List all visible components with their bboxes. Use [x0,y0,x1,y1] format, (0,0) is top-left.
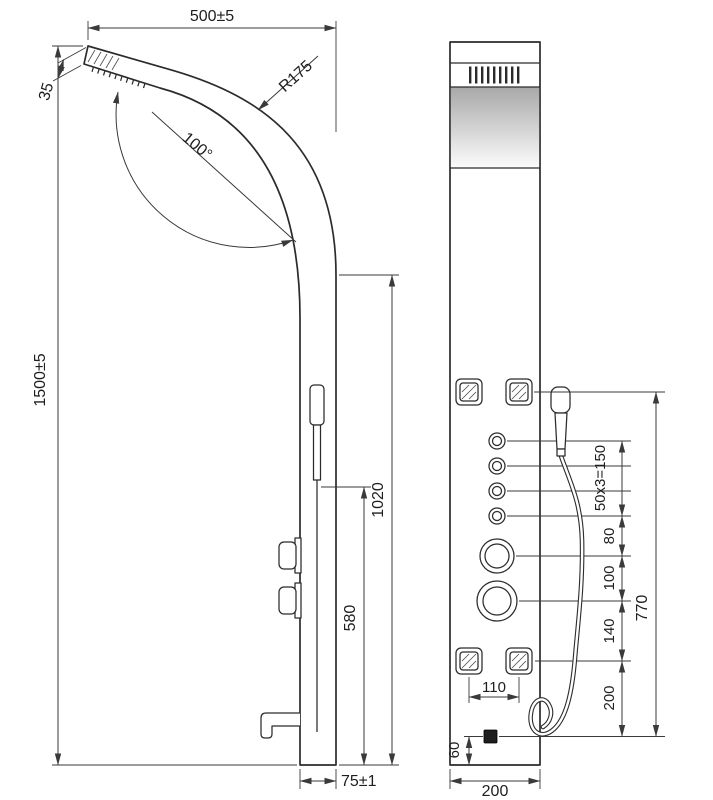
dim-seg-80-label: 80 [601,528,618,545]
dim-seg-140-label: 140 [601,618,618,643]
dim-front-face-height-label: 1020 [370,482,387,518]
handset-handle [554,412,568,450]
shower-hose-core [529,454,584,736]
handset-front [528,386,585,737]
spray-face-ticks [91,66,146,89]
body-jet-bottom-right [505,647,533,675]
dim-seg-200-label: 200 [601,685,618,710]
body-jet-top-right [505,378,533,406]
rain-head-grille [469,66,520,84]
dim-panel-depth-label: 75±1 [341,773,377,790]
water-outlet [483,729,498,744]
dim-overall-height: 1500±5 [32,45,297,766]
mixer-knob-lower [476,580,518,622]
body-jet-bottom-left [455,647,483,675]
body-jet-top-left [455,378,483,406]
dim-head-angle-label: 100° [179,129,215,163]
front-view [449,41,541,766]
mixer-knob-upper [479,538,515,574]
dim-overall-height-label: 1500±5 [32,353,49,406]
knob-side-lower [278,582,302,619]
dim-spout-offset: 60 [446,736,483,766]
dim-handset-height-label: 580 [342,605,359,632]
selector-knob-1 [488,432,506,450]
dim-chain-right: 50x3=150 80 100 140 200 [499,391,665,737]
dim-head-thickness-label: 35 [36,81,57,103]
head-tip-hatch [87,49,120,71]
dim-front-face-height: 1020 [339,274,399,766]
dim-front-features-span: 770 [634,391,660,737]
dim-front-features-span-label: 770 [634,595,651,622]
dim-handset-height: 580 [321,486,371,766]
dim-top-width: 500±5 [87,8,337,132]
selector-knob-2 [488,457,506,475]
dim-bend-radius: R175 [257,55,319,111]
spout-side [260,712,300,739]
dim-head-thickness: 35 [36,47,87,103]
dim-panel-width-label: 200 [482,783,509,800]
dim-top-width-label: 500±5 [190,8,234,25]
handset-head [550,386,571,414]
dim-bottom-jet-spacing-label: 110 [482,679,506,696]
handset-nut [556,448,566,457]
dim-panel-width: 200 [449,769,541,800]
dim-panel-depth: 75±1 [299,769,377,790]
dim-seg-100-label: 100 [601,565,618,590]
handset-side [309,384,325,732]
dim-spout-offset-label: 60 [446,742,463,759]
knob-side-upper [278,537,302,574]
selector-knob-3 [488,482,506,500]
head-front-shading [450,87,540,168]
dim-knob-pitch-label: 50x3=150 [592,445,609,511]
dim-bottom-jet-spacing: 110 [468,677,520,703]
selector-knob-4 [488,507,506,525]
